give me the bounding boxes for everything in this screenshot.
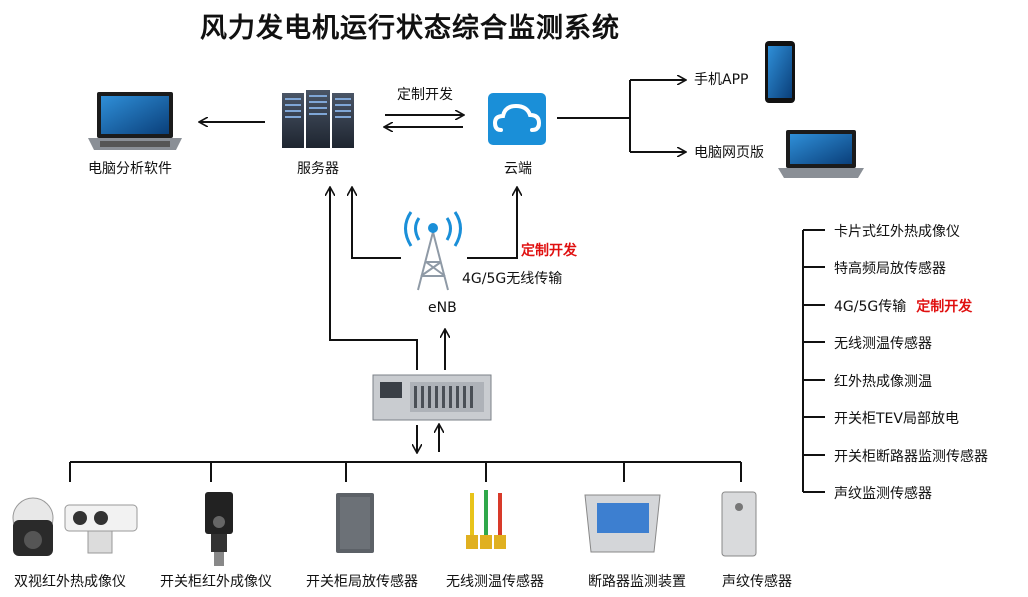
page-title: 风力发电机运行状态综合监测系统	[200, 13, 620, 44]
side-list-item: 4G/5G传输定制开发	[834, 296, 972, 316]
label-custom-dev-wireless: 定制开发	[521, 243, 577, 259]
infrared-imager-icon	[205, 492, 233, 566]
label-wireless-transmission: 4G/5G无线传输	[462, 271, 563, 287]
partial-discharge-sensor-icon	[336, 493, 374, 553]
node-label-mobile-app: 手机APP	[694, 72, 749, 88]
node-label-server: 服务器	[297, 161, 339, 177]
side-list-item: 声纹监测传感器	[834, 486, 932, 502]
antenna-tower-icon	[404, 211, 462, 291]
node-label-web-version: 电脑网页版	[694, 145, 764, 161]
laptop-icon	[778, 130, 864, 178]
side-list-item: 开关柜TEV局部放电	[834, 411, 959, 427]
node-label-enb: eNB	[428, 300, 457, 316]
side-list-item: 开关柜断路器监测传感器	[834, 449, 988, 465]
device-label: 声纹传感器	[722, 574, 792, 590]
label-custom-dev-top: 定制开发	[397, 87, 453, 103]
acoustic-sensor-icon	[721, 491, 757, 557]
monitoring-unit-icon	[372, 374, 492, 421]
dome-camera-icon	[12, 497, 54, 556]
device-label: 开关柜局放传感器	[306, 574, 418, 590]
side-list-item-tag: 定制开发	[916, 299, 973, 315]
node-label-cloud: 云端	[504, 161, 532, 177]
device-label: 断路器监测装置	[588, 574, 686, 590]
device-label: 开关柜红外成像仪	[160, 574, 272, 590]
phone-icon	[765, 41, 795, 103]
breaker-monitor-icon	[584, 494, 661, 553]
thermal-camera-icon	[64, 504, 138, 554]
node-label-pc-software: 电脑分析软件	[88, 161, 172, 177]
side-list-item: 红外热成像测温	[834, 374, 932, 390]
side-list-item-label: 4G/5G传输	[834, 299, 907, 315]
side-list-item: 无线测温传感器	[834, 336, 932, 352]
server-icon	[282, 90, 354, 148]
connector-lines	[69, 80, 825, 493]
laptop-icon	[88, 92, 182, 150]
device-label: 无线测温传感器	[446, 574, 544, 590]
cloud-icon	[488, 93, 546, 145]
device-label: 双视红外热成像仪	[14, 574, 126, 590]
side-list-item: 卡片式红外热成像仪	[834, 224, 960, 240]
side-list-item: 特高频局放传感器	[834, 261, 946, 277]
wireless-temp-sensor-icon	[466, 490, 506, 549]
